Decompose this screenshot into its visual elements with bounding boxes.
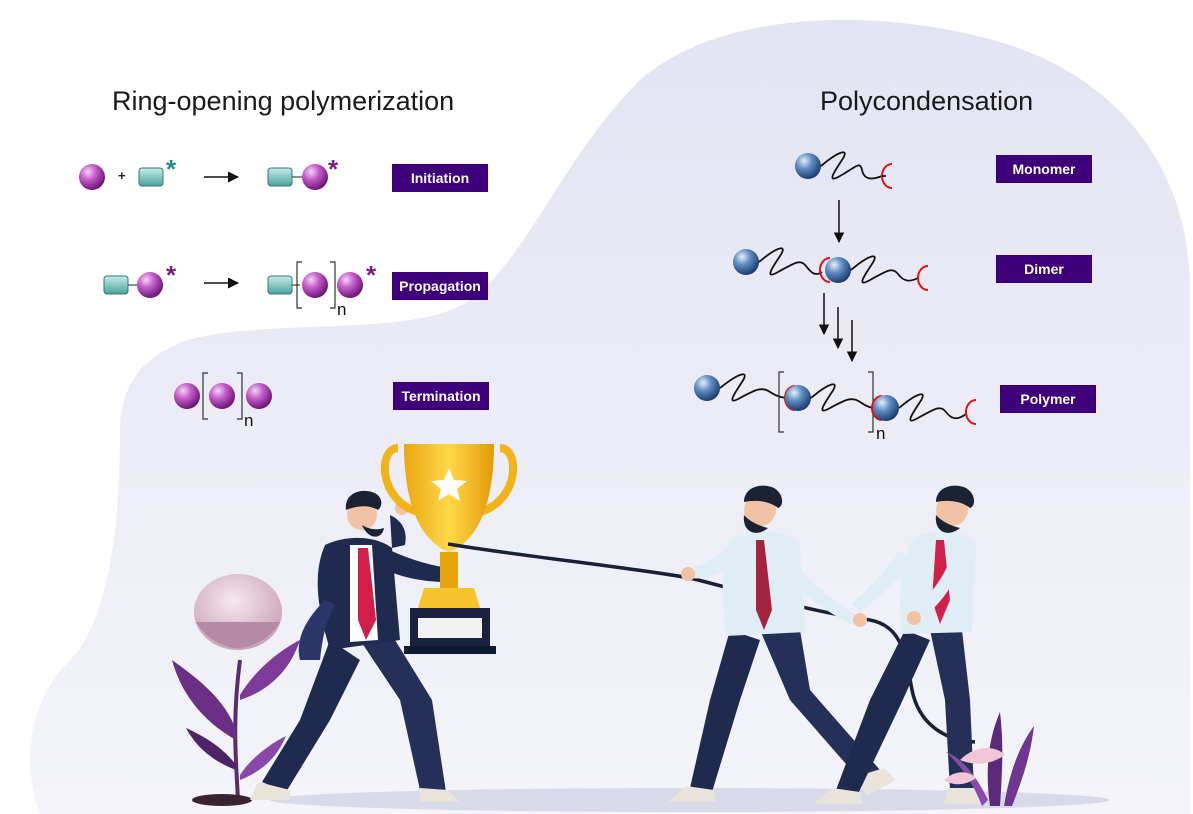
monomer-sphere-blue bbox=[825, 257, 851, 283]
monomer-sphere-blue bbox=[873, 395, 899, 421]
monomer-sphere bbox=[337, 272, 363, 298]
asterisk-active-center: * bbox=[166, 260, 177, 290]
monomer-sphere bbox=[79, 164, 105, 190]
monomer-sphere bbox=[302, 164, 328, 190]
star-icon bbox=[431, 468, 467, 501]
monomer-sphere-blue bbox=[785, 385, 811, 411]
repeat-bracket-right bbox=[330, 261, 336, 309]
monomer-chain bbox=[820, 151, 883, 180]
repeat-bracket-left bbox=[202, 372, 208, 420]
businessman-icon bbox=[814, 485, 984, 804]
rope-icon bbox=[447, 542, 976, 744]
monomer-sphere bbox=[174, 383, 200, 409]
label-monomer: Monomer bbox=[996, 155, 1092, 183]
label-propagation: Propagation bbox=[392, 272, 488, 300]
label-dimer: Dimer bbox=[996, 255, 1092, 283]
initiator-block bbox=[267, 275, 293, 295]
monomer-sphere bbox=[209, 383, 235, 409]
subscript-n: n bbox=[244, 411, 254, 430]
initiator-block bbox=[267, 167, 293, 187]
title-polycondensation: Polycondensation bbox=[820, 86, 1034, 116]
label-polymer: Polymer bbox=[1000, 385, 1096, 413]
subscript-n: n bbox=[876, 424, 886, 443]
label-termination: Termination bbox=[393, 382, 489, 410]
trophy-icon bbox=[381, 444, 517, 654]
repeat-bracket-right bbox=[237, 372, 243, 420]
asterisk-active-center: * bbox=[366, 260, 377, 290]
businessman-icon bbox=[250, 490, 460, 802]
monomer-sphere bbox=[302, 272, 328, 298]
plant-icon bbox=[172, 574, 300, 806]
monomer-sphere bbox=[246, 383, 272, 409]
monomer-sphere-blue bbox=[733, 249, 759, 275]
asterisk-active-center: * bbox=[328, 154, 339, 184]
label-initiation: Initiation bbox=[392, 164, 488, 192]
monomer-sphere-blue bbox=[694, 375, 720, 401]
businessman-icon bbox=[668, 485, 896, 802]
repeat-bracket-left bbox=[778, 371, 784, 433]
plus-sign: + bbox=[118, 168, 126, 183]
chain-end-cap bbox=[871, 395, 883, 421]
monomer-sphere-blue bbox=[795, 153, 821, 179]
plant-icon bbox=[944, 712, 1034, 806]
chain-end-cap bbox=[819, 257, 831, 283]
chain-end-cap bbox=[917, 265, 929, 291]
monomer-sphere bbox=[137, 272, 163, 298]
chain-end-cap bbox=[965, 399, 977, 425]
title-ring-opening: Ring-opening polymerization bbox=[112, 86, 455, 116]
initiator-block bbox=[138, 167, 164, 187]
initiator-block bbox=[103, 275, 129, 295]
subscript-n: n bbox=[337, 300, 347, 319]
repeat-bracket-left bbox=[296, 261, 302, 309]
asterisk-initiator: * bbox=[166, 154, 177, 184]
